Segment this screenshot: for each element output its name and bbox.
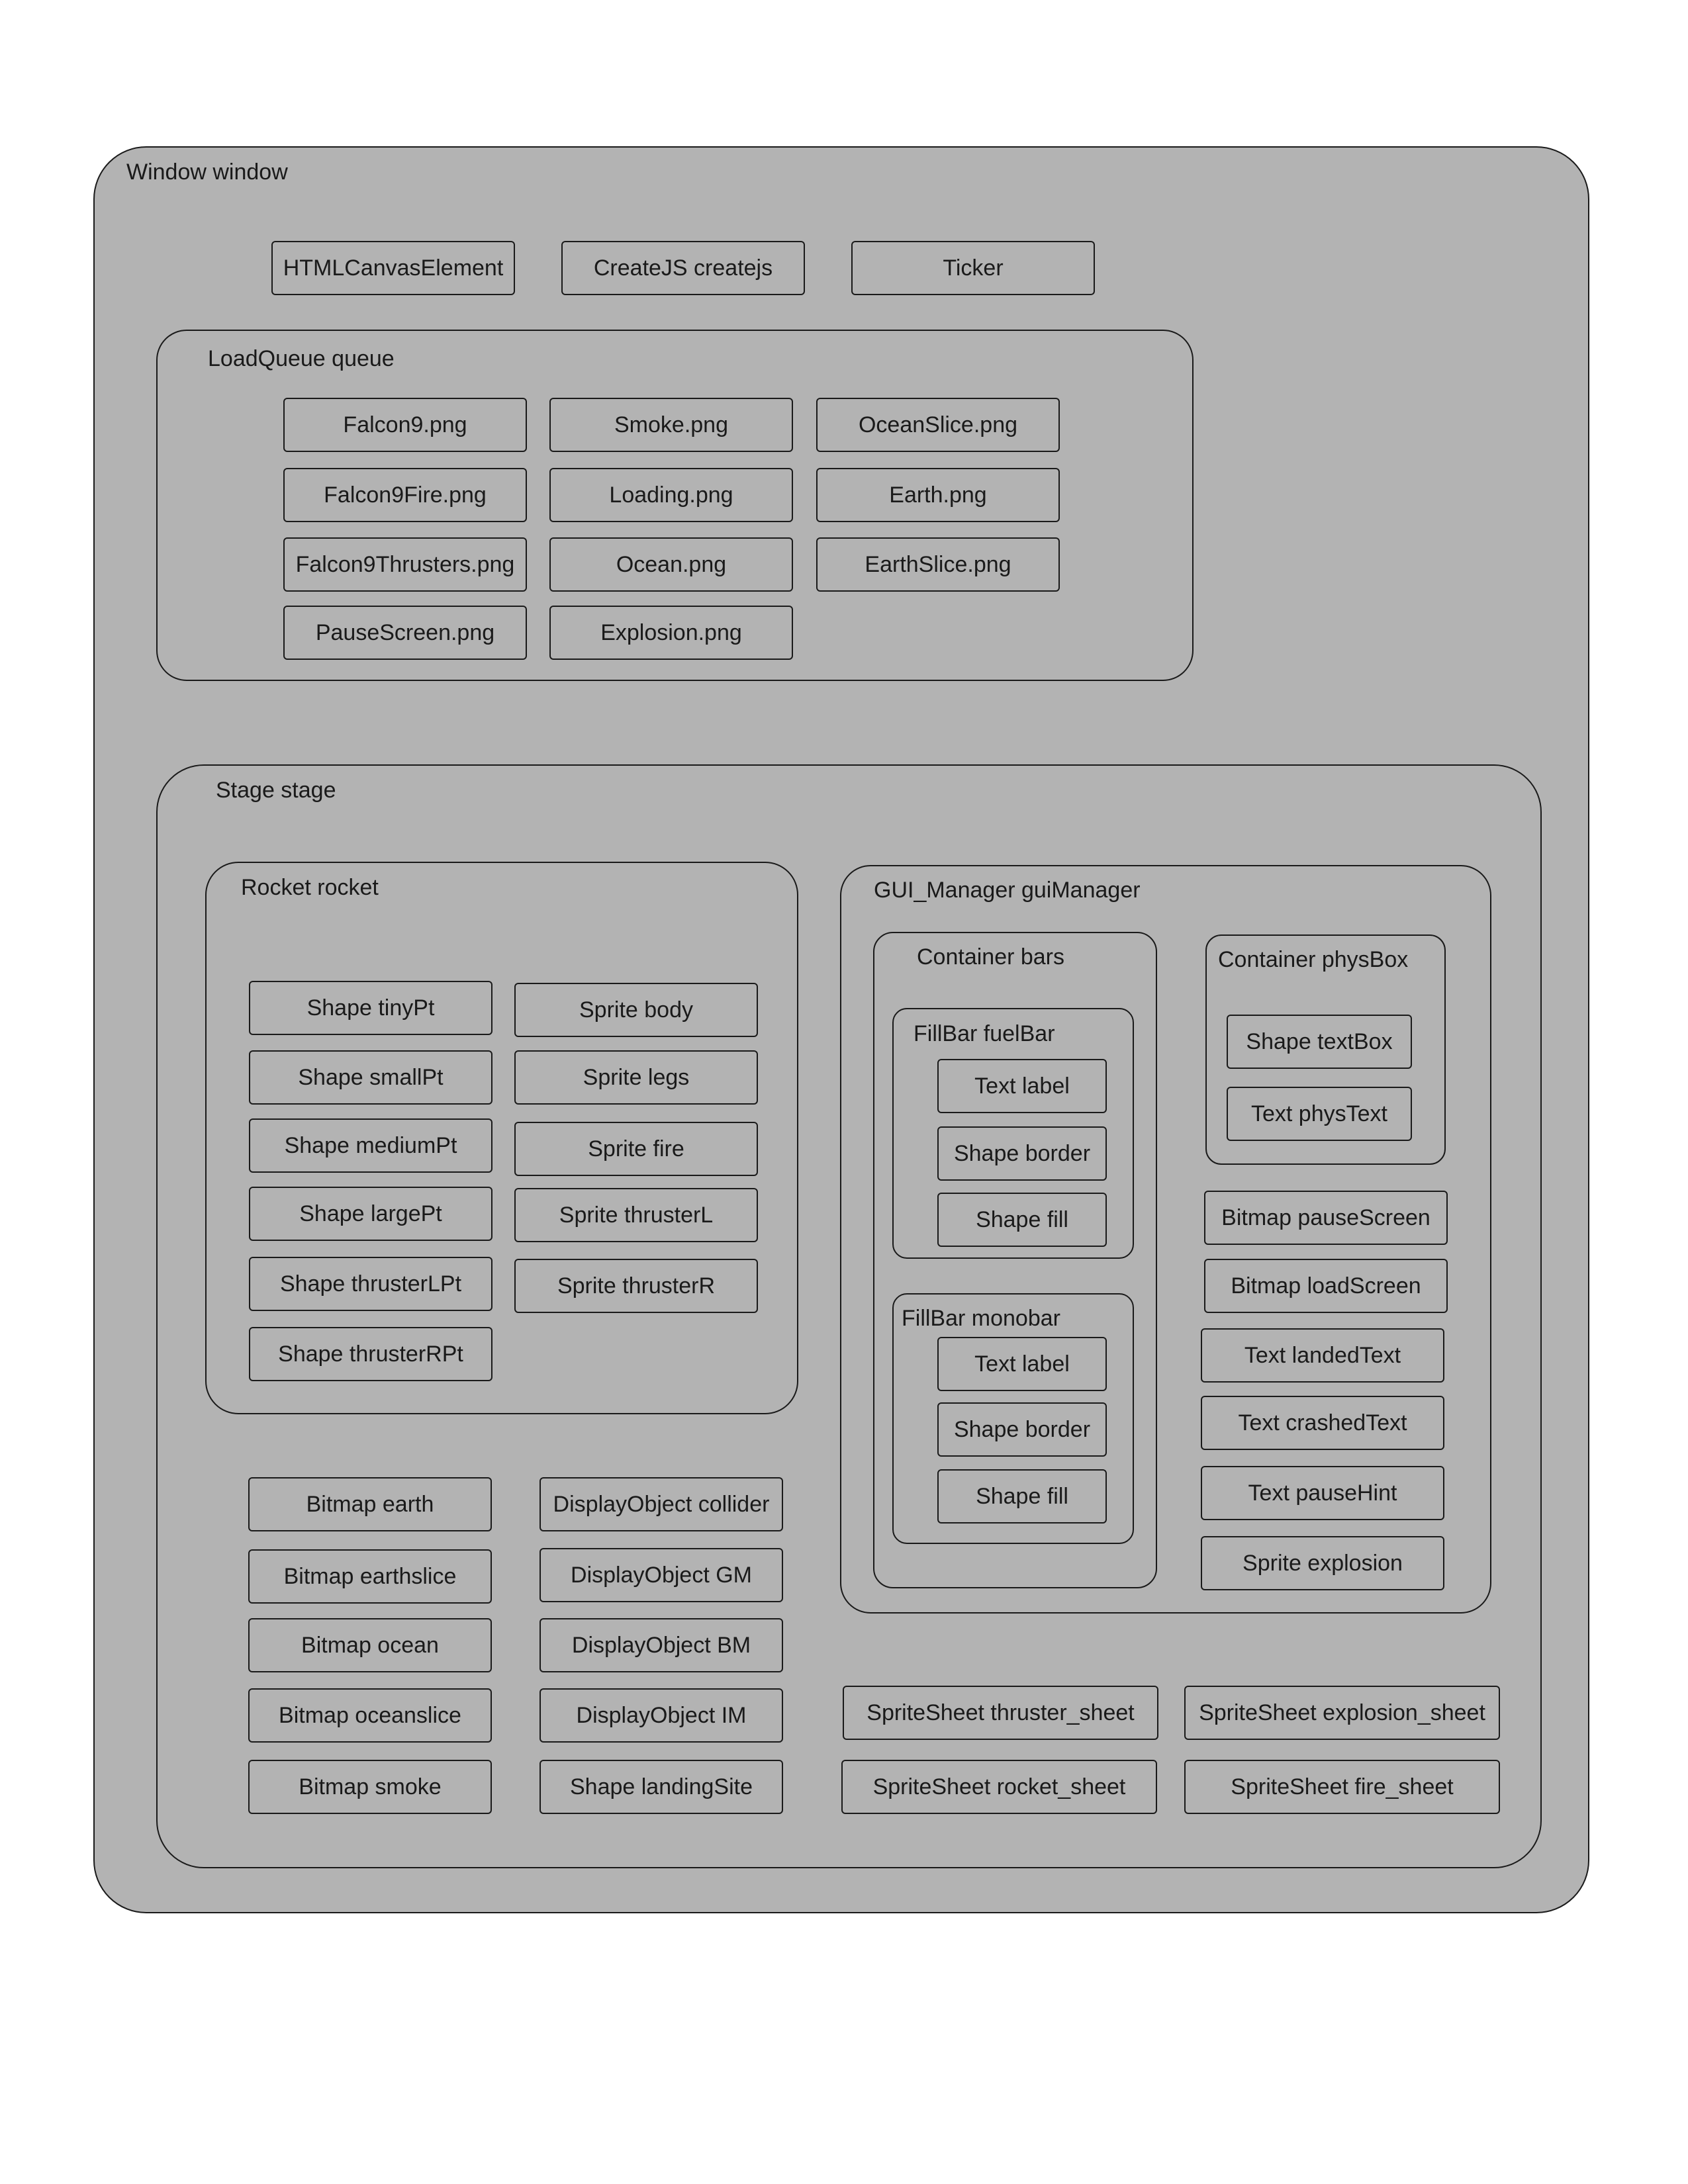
file-node: Falcon9Thrusters.png [283,537,527,592]
displayobject-node: DisplayObject collider [539,1477,783,1531]
file-node: Falcon9.png [283,398,527,452]
monobar-item-node: Shape border [937,1402,1107,1457]
gui-item-node: Bitmap loadScreen [1204,1259,1448,1313]
global-node: Ticker [851,241,1095,295]
physbox-label: Container physBox [1218,947,1409,972]
file-node: Ocean.png [549,537,793,592]
fuelbar-item-node: Shape border [937,1126,1107,1181]
fuelbar-item-node: Shape fill [937,1193,1107,1247]
gui-manager-label: GUI_Manager guiManager [874,878,1141,903]
file-node: Earth.png [816,468,1060,522]
rocket-shape-node: Shape largePt [249,1187,492,1241]
rocket-shape-node: Shape thrusterRPt [249,1327,492,1381]
gui-item-node: Text landedText [1201,1328,1444,1383]
displayobject-node: DisplayObject GM [539,1548,783,1602]
file-node: Falcon9Fire.png [283,468,527,522]
bitmap-node: Bitmap oceanslice [248,1688,492,1743]
global-node: CreateJS createjs [561,241,805,295]
gui-item-node: Sprite explosion [1201,1536,1444,1590]
fuelbar-label: FillBar fuelBar [914,1021,1055,1046]
loadqueue-label: LoadQueue queue [208,346,395,371]
file-node: Loading.png [549,468,793,522]
spritesheet-node: SpriteSheet fire_sheet [1184,1760,1500,1814]
displayobject-node: Shape landingSite [539,1760,783,1814]
fuelbar-item-node: Text label [937,1059,1107,1113]
file-node: OceanSlice.png [816,398,1060,452]
rocket-shape-node: Shape thrusterLPt [249,1257,492,1311]
monobar-label: FillBar monobar [902,1306,1060,1331]
gui-item-node: Text crashedText [1201,1396,1444,1450]
stage-label: Stage stage [216,778,336,803]
bitmap-node: Bitmap earth [248,1477,492,1531]
rocket-sprite-node: Sprite thrusterR [514,1259,758,1313]
monobar-item-node: Shape fill [937,1469,1107,1524]
rocket-sprite-node: Sprite body [514,983,758,1037]
bitmap-node: Bitmap earthslice [248,1549,492,1604]
bitmap-node: Bitmap smoke [248,1760,492,1814]
gui-item-node: Text pauseHint [1201,1466,1444,1520]
window-label: Window window [126,159,288,185]
file-node: PauseScreen.png [283,606,527,660]
file-node: Smoke.png [549,398,793,452]
rocket-sprite-node: Sprite thrusterL [514,1188,758,1242]
rocket-sprite-node: Sprite legs [514,1050,758,1105]
spritesheet-node: SpriteSheet rocket_sheet [841,1760,1157,1814]
global-node: HTMLCanvasElement [271,241,515,295]
file-node: Explosion.png [549,606,793,660]
monobar-item-node: Text label [937,1337,1107,1391]
physbox-item-node: Text physText [1227,1087,1412,1141]
rocket-shape-node: Shape tinyPt [249,981,492,1035]
physbox-item-node: Shape textBox [1227,1015,1412,1069]
bitmap-node: Bitmap ocean [248,1618,492,1672]
rocket-label: Rocket rocket [241,875,379,900]
rocket-shape-node: Shape mediumPt [249,1118,492,1173]
spritesheet-node: SpriteSheet explosion_sheet [1184,1686,1500,1740]
displayobject-node: DisplayObject BM [539,1618,783,1672]
file-node: EarthSlice.png [816,537,1060,592]
gui-item-node: Bitmap pauseScreen [1204,1191,1448,1245]
displayobject-node: DisplayObject IM [539,1688,783,1743]
rocket-sprite-node: Sprite fire [514,1122,758,1176]
bars-label: Container bars [917,944,1065,970]
spritesheet-node: SpriteSheet thruster_sheet [843,1686,1158,1740]
rocket-shape-node: Shape smallPt [249,1050,492,1105]
